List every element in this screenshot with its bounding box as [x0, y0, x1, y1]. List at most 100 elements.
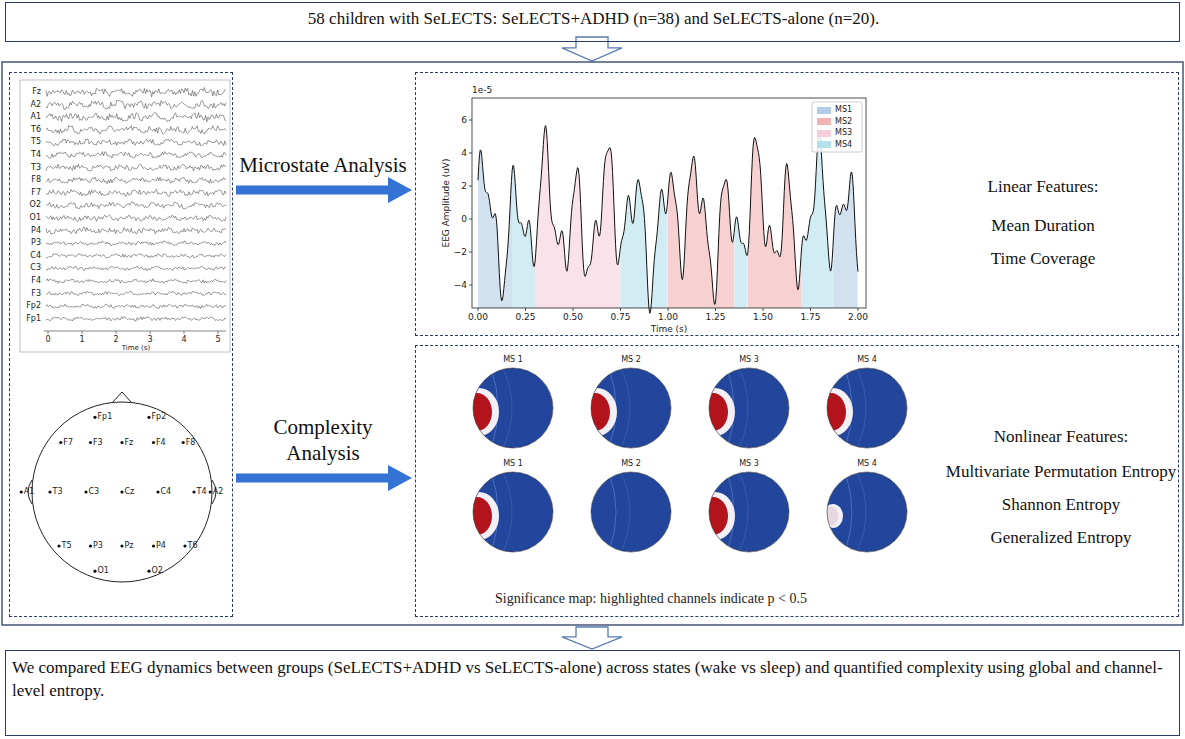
- channel-name: C4: [30, 252, 41, 260]
- electrode-name: C4: [161, 488, 172, 496]
- axis-label: −2: [454, 248, 467, 257]
- map-title: MS 3: [739, 460, 759, 468]
- channel-name: P4: [31, 227, 41, 235]
- electrode-name: F8: [186, 439, 196, 447]
- legend-swatch: [817, 130, 831, 137]
- node-text: Multivariate Permutation Entropy: [936, 461, 1185, 484]
- channel-name: F7: [31, 189, 41, 197]
- channel-name: O1: [30, 214, 41, 222]
- axis-label: 0: [461, 215, 467, 224]
- map-title: MS 4: [857, 356, 877, 364]
- channel-name: Fp1: [26, 315, 41, 323]
- edge-label: Complexity Analysis: [237, 414, 409, 467]
- axis-label: 0.25: [515, 313, 535, 322]
- legend-swatch: [817, 141, 831, 148]
- electrode-name: Fz: [125, 439, 134, 447]
- text-column: We compared EEG dynamics between groups …: [12, 657, 1172, 703]
- node-text: Generalized Entropy: [936, 527, 1185, 550]
- axis-tick: Time (s): [122, 345, 150, 352]
- text-column: Nonlinear Features: Multivariate Permutat…: [936, 426, 1185, 550]
- analysis-arrow: [236, 186, 388, 195]
- legend-text: MS1: [835, 106, 852, 114]
- edge-label: Microstate Analysis: [237, 152, 409, 178]
- electrode-name: F7: [63, 439, 73, 447]
- electrode-name: Pz: [125, 542, 134, 550]
- axis-label: 0.50: [563, 313, 583, 322]
- electrode-name: T4: [197, 488, 207, 496]
- map-title: MS 2: [621, 356, 641, 364]
- feature-heading: Linear Features:: [943, 176, 1143, 199]
- channel-name: T6: [31, 126, 41, 134]
- channel-name: P3: [31, 239, 41, 247]
- axis-label: 0.00: [468, 313, 488, 322]
- axis-label: 4: [461, 149, 467, 158]
- figure-note: Significance map: highlighted channels i…: [495, 592, 807, 606]
- electrode-name: O1: [98, 567, 109, 575]
- legend-text: MS4: [835, 141, 852, 149]
- text-column: 58 children with SeLECTS: SeLECTS+ADHD (…: [6, 3, 1181, 36]
- legend-swatch: [817, 107, 831, 114]
- legend-swatch: [817, 118, 831, 125]
- map-title: MS 1: [503, 460, 523, 468]
- channel-name: F4: [31, 277, 41, 285]
- channel-name: T4: [31, 151, 41, 159]
- legend-entry: MS4: [817, 141, 852, 149]
- axis-label: 2.00: [848, 313, 868, 322]
- node-text: Time Coverage: [943, 248, 1143, 271]
- channel-name: O2: [30, 201, 41, 209]
- electrode-name: F4: [156, 439, 166, 447]
- axis-label: 1.25: [705, 313, 725, 322]
- complexity-box: Nonlinear Features:Multivariate Permutat…: [415, 345, 1179, 617]
- electrode-name: O2: [152, 567, 163, 575]
- electrode-name: P3: [93, 542, 103, 550]
- axis-label: −4: [454, 281, 467, 290]
- channel-name: Fp2: [26, 302, 41, 310]
- axis-tick: 4: [181, 336, 186, 344]
- conclusion-box: We compared EEG dynamics between groups …: [5, 650, 1180, 736]
- channel-name: A2: [30, 101, 41, 109]
- electrode-name: Fp1: [98, 413, 113, 421]
- text-column: Linear Features: Mean DurationTime Covera…: [943, 176, 1143, 271]
- electrode-name: Fp2: [152, 413, 167, 421]
- electrode-name: T5: [62, 542, 72, 550]
- flow-arrow: [562, 37, 622, 61]
- legend-text: MS2: [835, 118, 852, 126]
- axis-tick: 2: [113, 336, 118, 344]
- axis-tick: 3: [147, 336, 152, 344]
- node-text: 58 children with SeLECTS: SeLECTS+ADHD (…: [308, 8, 879, 31]
- node-text: We compared EEG dynamics between groups …: [12, 657, 1172, 703]
- axis-tick: 5: [215, 336, 220, 344]
- map-title: MS 4: [857, 460, 877, 468]
- arrow-head: [388, 177, 412, 203]
- microstate-box: Linear Features: Mean DurationTime Covera…: [415, 72, 1179, 336]
- flow-arrow: [562, 627, 622, 649]
- node-text: Mean Duration: [943, 215, 1143, 238]
- map-title: MS 3: [739, 356, 759, 364]
- axis-label: 2: [461, 182, 467, 191]
- channel-name: T3: [31, 164, 41, 172]
- electrode-name: T6: [188, 542, 198, 550]
- axis-label: EEG Amplitude (uV): [442, 158, 451, 247]
- legend-entry: MS2: [817, 118, 852, 126]
- electrode-name: F3: [93, 439, 103, 447]
- node-text: Shannon Entropy: [936, 494, 1185, 517]
- legend-text: MS3: [835, 129, 852, 137]
- axis-label: 1.75: [800, 313, 820, 322]
- feature-heading: Nonlinear Features:: [936, 426, 1185, 449]
- cohort-box: 58 children with SeLECTS: SeLECTS+ADHD (…: [5, 2, 1180, 42]
- electrode-name: T3: [53, 488, 63, 496]
- electrode-name: A2: [213, 488, 224, 496]
- legend-entry: MS1: [817, 106, 852, 114]
- topomaps: [459, 368, 907, 552]
- map-title: MS 2: [621, 460, 641, 468]
- legend-entry: MS3: [817, 129, 852, 137]
- electrode-name: C3: [89, 488, 100, 496]
- channel-name: F3: [31, 290, 41, 298]
- axis-label: 1.50: [753, 313, 773, 322]
- electrode-name: A1: [24, 488, 35, 496]
- head-map: [20, 392, 216, 582]
- microstate-plot: [469, 98, 866, 313]
- electrode-name: Cz: [125, 488, 135, 496]
- arrow-head: [388, 465, 412, 491]
